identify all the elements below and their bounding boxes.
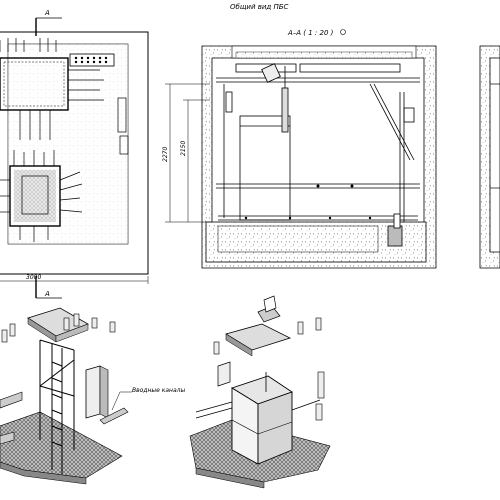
plan-well-lower bbox=[0, 150, 83, 242]
isometric-view-left: Вводные каналы bbox=[0, 307, 185, 485]
dimension-total-height: 2270 bbox=[162, 147, 169, 162]
side-view bbox=[479, 45, 500, 269]
plan-view: А А 3000 bbox=[0, 9, 149, 299]
section-view: А–А ( 1 : 20 ) bbox=[162, 29, 437, 269]
drawing-title: Общий вид ПБС bbox=[230, 3, 289, 11]
dimension-width: 3000 bbox=[26, 274, 41, 281]
annotation-inlet-channels: Вводные каналы bbox=[132, 387, 185, 394]
isometric-view-right bbox=[189, 295, 331, 489]
section-label: А–А ( 1 : 20 ) bbox=[287, 29, 334, 37]
dimension-inner-height: 2150 bbox=[180, 141, 187, 156]
cut-marker-top: А bbox=[44, 9, 50, 17]
cut-marker-bottom: А bbox=[44, 290, 50, 298]
plan-well-upper bbox=[0, 38, 129, 155]
